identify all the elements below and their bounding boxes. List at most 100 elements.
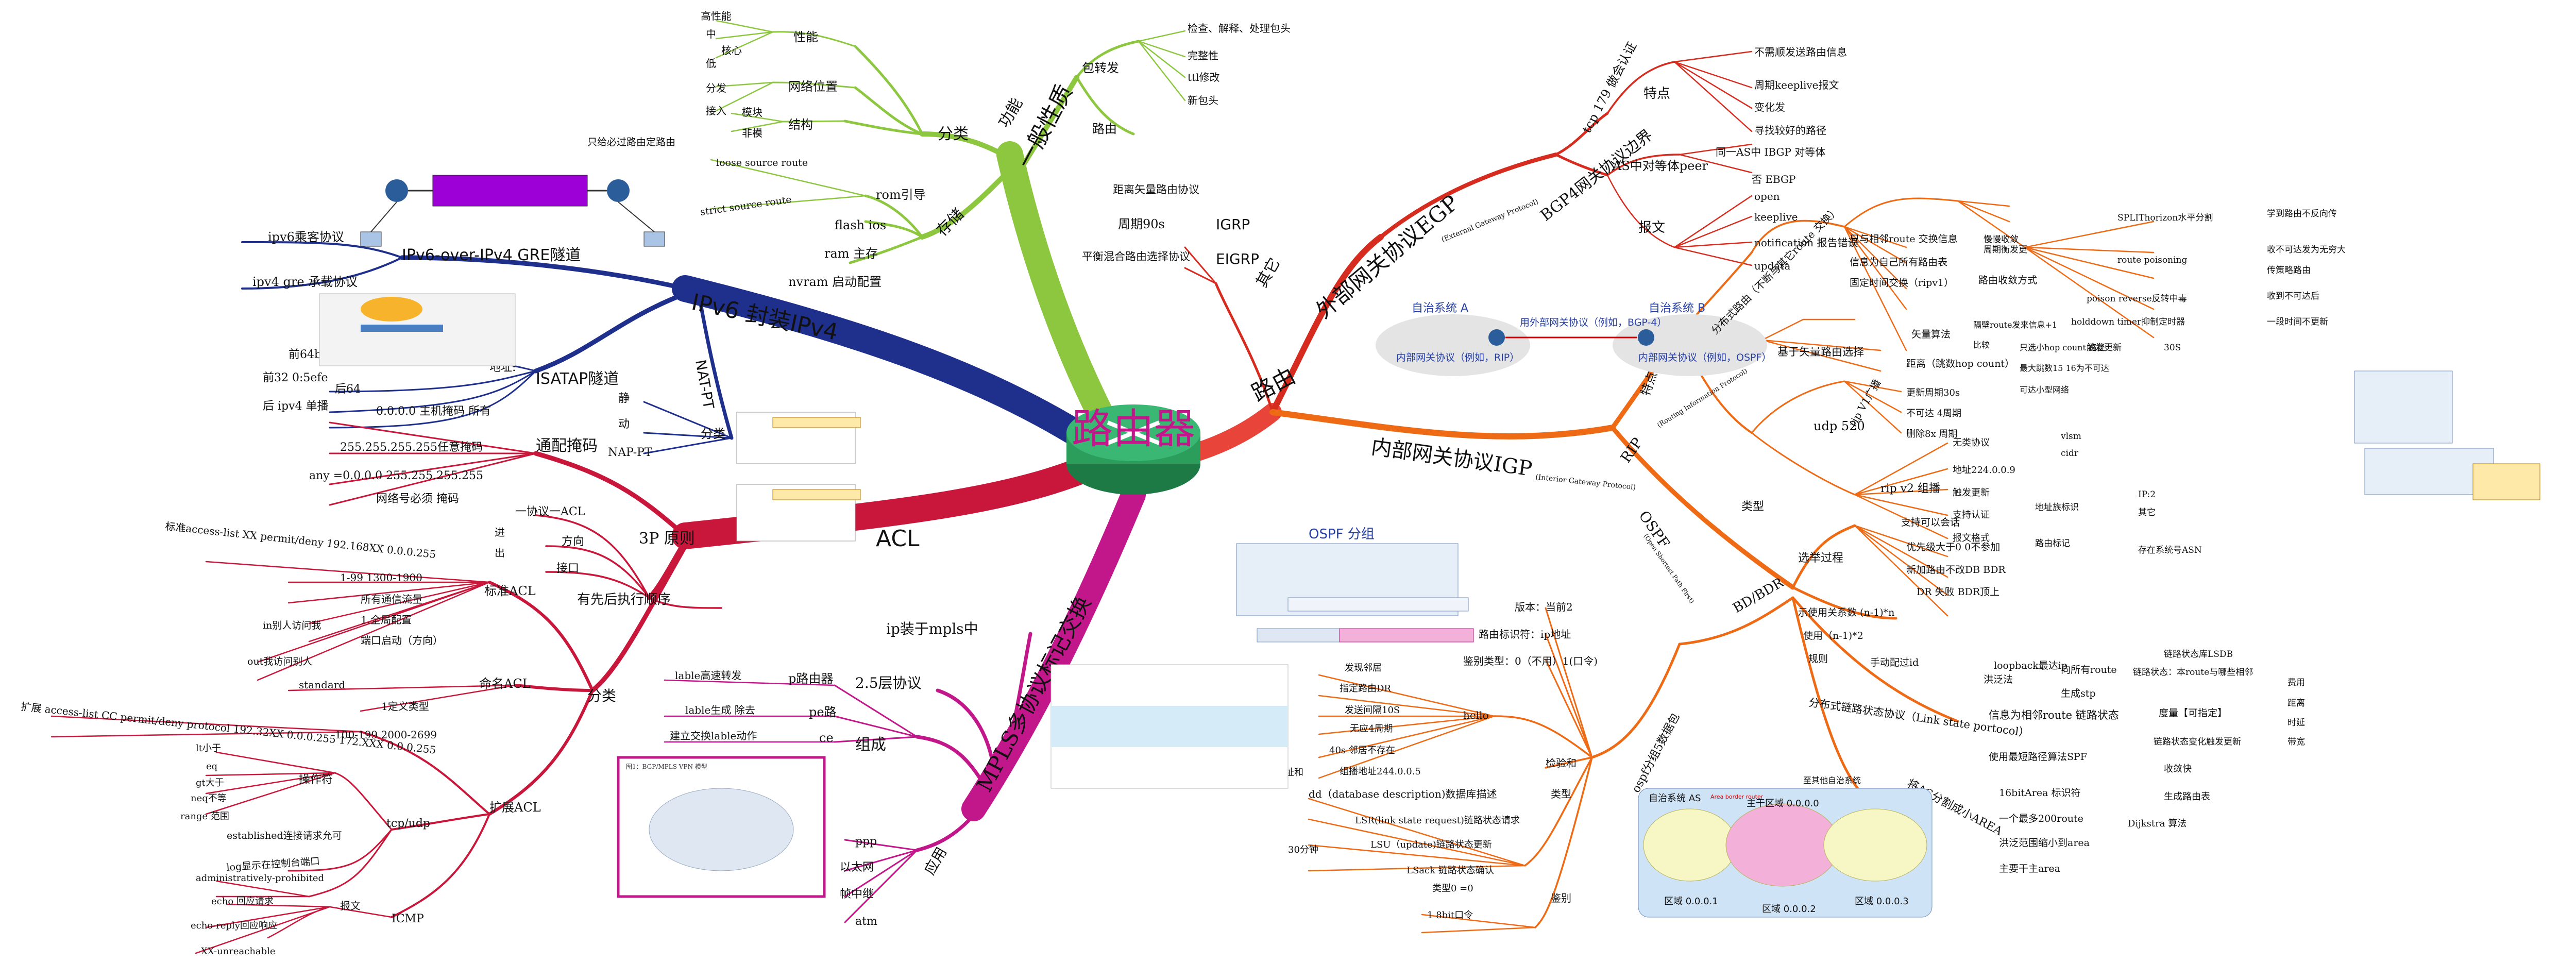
std-label: 标准ACL <box>484 584 536 598</box>
p3-label: 3P 原则 <box>639 530 695 548</box>
lsr-nei: 信息为相邻route 链路状态 <box>1989 709 2119 721</box>
hello-2: 指定路由DR <box>1340 683 1391 694</box>
ripv2-4: 支持认证 <box>1953 510 1990 520</box>
rip-sh-7: holddown timer抑制定时器 <box>2071 317 2185 327</box>
std-item-6: in别人访问我 <box>263 620 321 631</box>
as-item-2: 否 EBGP <box>1752 173 1795 185</box>
op-item-3: gt大于 <box>196 778 224 788</box>
ospf-dd: dd（database description)数据库描述 <box>1309 788 1497 800</box>
rip-fixed: 固定时间交换（ripv1） <box>1850 277 1954 289</box>
ripv2-3: 触发更新 <box>1953 487 1990 498</box>
ospf-auth-type: 鉴别类型：0（不用）1(口令) <box>1463 655 1598 667</box>
icmp-item-3: XX-unreachable <box>201 946 276 957</box>
ospf-pkt: OSPF 分组 <box>1309 527 1375 542</box>
svg-text:用外部网关协议（例如，BGP-4）: 用外部网关协议（例如，BGP-4） <box>1520 317 1667 328</box>
perf-item-1: 高性能 <box>701 10 732 22</box>
hello-6: 组播地址244.0.0.5 <box>1340 766 1421 777</box>
lsr-spf-3: Dijkstra 算法 <box>2128 818 2187 829</box>
isatap-item-3: 后64 <box>335 383 361 396</box>
rip-sh-8: 一段时间不更新 <box>2267 317 2328 327</box>
isatap-item-4: 后 ipv4 单播 <box>263 400 329 413</box>
igp-sub: (Interior Gateway Protocol) <box>1535 473 1636 492</box>
eigrp-note: 平衡混合路由选择协议 <box>1082 250 1190 263</box>
area-item-3: 洪泛范围缩小到area <box>1999 837 2090 849</box>
struct-item-2: 非模 <box>742 127 762 139</box>
bd-sel-4: DR 失败 BDR顶上 <box>1917 586 1999 598</box>
ospf-hello-diagram <box>1050 664 1289 789</box>
rip-sh-1: 学到路由不反向传 <box>2267 209 2337 219</box>
struct-item-1: 模块 <box>742 106 762 119</box>
ripv2-cidr: cidr <box>2061 448 2079 459</box>
lsr-upd-2: 距离 <box>2287 698 2305 708</box>
mpls-app-1: ppp <box>855 835 877 848</box>
natpt-item-2: 动 <box>618 418 630 431</box>
lsr-flood-1: 向所有route <box>2061 664 2117 675</box>
gre-item-2: ipv4 gre 承载协议 <box>252 275 358 289</box>
mpls-app-4: atm <box>855 915 877 928</box>
svg-text:图1：BGP/MPLS VPN 模型: 图1：BGP/MPLS VPN 模型 <box>626 763 707 770</box>
rip-vec: 基于矢量路由选择 <box>1777 346 1864 358</box>
tcpudp-label: tcp/udp <box>386 817 430 830</box>
rip-hop-note: 可达小型网络 <box>2020 385 2069 395</box>
ripv1-3: 删除8x 周期 <box>1906 429 1957 440</box>
as-routing-diagram: 自治系统 A 自治系统 B 内部网关协议（例如，RIP） 内部网关协议（例如，O… <box>1376 302 1771 376</box>
general-classify: 分类 <box>938 125 969 143</box>
branch-general <box>996 141 1126 451</box>
igrp-year: 周期90s <box>1118 217 1165 231</box>
mpls-p-note: lable高速转发 <box>675 669 741 682</box>
named-item-1: standard <box>299 679 345 691</box>
ripv2-packet-diagram <box>2354 370 2540 500</box>
hello-4: 无应4周期 <box>1350 723 1393 734</box>
op-item-2: eq <box>206 761 217 772</box>
mask-item-2: 255.255.255.255任意掩码 <box>340 441 483 454</box>
hello-5: 40s 邻居不存在 <box>1329 745 1395 756</box>
udp-label: udp 520 <box>1814 419 1865 433</box>
tcp-item-1: established连接请求允可 <box>227 830 342 841</box>
ospf-area-diagram: 自治系统 AS 主干区域 0.0.0.0 至其他自治系统 Area border… <box>1638 775 1933 918</box>
lsr-flood: 洪泛法 <box>1984 674 2013 685</box>
icmp-label: ICMP <box>392 913 424 925</box>
flash-label: flash ios <box>835 218 886 232</box>
svg-text:内部网关协议（例如，OSPF）: 内部网关协议（例如，OSPF） <box>1638 352 1771 363</box>
center-title: 路由器 <box>1072 405 1195 453</box>
svg-text:至其他自治系统: 至其他自治系统 <box>1803 775 1861 785</box>
p3-item-2: 方向 <box>562 535 584 548</box>
rom-note: 只给必过路由定路由 <box>587 137 675 148</box>
pos-item-2: 分发 <box>706 82 726 94</box>
mask-item-3: any =0.0.0.0 255.255.255.255 <box>309 469 483 482</box>
msg-item-1: open <box>1754 190 1780 202</box>
p3-dir-1: 进 <box>495 526 505 538</box>
isatap-item-2: 前32 0:5efe <box>263 371 328 384</box>
ripv2-5: 报文格式 <box>1953 533 1990 544</box>
hello-3: 发送间隔10S <box>1345 705 1400 716</box>
igrp-label: IGRP <box>1216 216 1250 233</box>
forward-item-4: 新包头 <box>1188 94 1218 107</box>
lsr-upd-3: 时延 <box>2287 718 2305 728</box>
named-item-2: 1定义类型 <box>381 700 429 713</box>
source-route-topology <box>360 175 665 247</box>
auth-2: 1 8bit口令 <box>1427 910 1473 921</box>
rip-sh-10: 30S <box>2164 343 2181 353</box>
perf-item-3: 低 <box>706 57 716 70</box>
perf-label: 性能 <box>793 30 818 44</box>
p3-note: 有先后执行顺序 <box>577 592 671 607</box>
p3-item-3: 接口 <box>556 562 579 575</box>
mpls-compose: 组成 <box>855 736 886 754</box>
p3-dir-2: 出 <box>495 547 505 559</box>
svg-text:内部网关协议（例如，RIP）: 内部网关协议（例如，RIP） <box>1396 352 1519 363</box>
ripv2-label: rip v2 组播 <box>1880 482 1940 495</box>
op-item-1: lt小于 <box>196 743 221 754</box>
bd-use: 使用（n-1)*2 <box>1803 630 1863 641</box>
p3-item-1: 一协议一ACL <box>515 505 585 518</box>
mpls-vpn-diagram: 图1：BGP/MPLS VPN 模型 <box>617 756 826 898</box>
auth-1: 类型0 =0 <box>1432 883 1473 894</box>
isatap-diagram <box>319 293 516 366</box>
rip-sh-2: 收不可达发为无穷大 <box>2267 245 2346 255</box>
type-label: 类型 <box>1551 788 1571 800</box>
ospf-lsr: LSR(link state request)链路状态请求 <box>1355 815 1520 826</box>
mpls-layer: 2.5层协议 <box>855 674 922 691</box>
route-label: 路由 <box>1092 122 1117 136</box>
pos-label: 网络位置 <box>788 79 838 94</box>
rip-vec-a: 矢量算法 <box>1911 329 1951 340</box>
svg-text:自治系统 AS: 自治系统 AS <box>1649 793 1701 804</box>
